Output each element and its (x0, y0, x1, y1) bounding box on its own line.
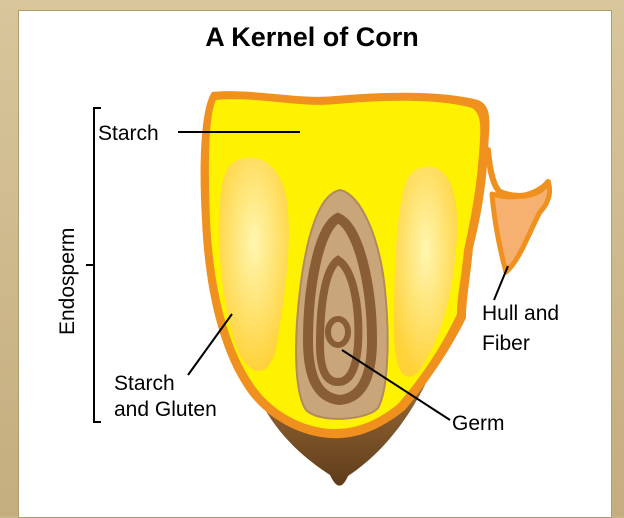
starch-and-gluten-label-line2: and Gluten (114, 398, 217, 421)
endosperm-bracket (86, 108, 101, 422)
hull-and-fiber-label-line1: Hull and (482, 302, 559, 325)
germ-label: Germ (452, 412, 505, 435)
hull-fiber-curl (488, 150, 548, 196)
starch-label: Starch (98, 122, 159, 145)
endosperm-label: Endosperm (56, 228, 79, 335)
starch-and-gluten-label-line1: Starch (114, 372, 175, 395)
germ-core (328, 319, 348, 345)
hull-and-fiber-label-line2: Fiber (482, 332, 530, 355)
hull-leader-line (494, 266, 508, 300)
